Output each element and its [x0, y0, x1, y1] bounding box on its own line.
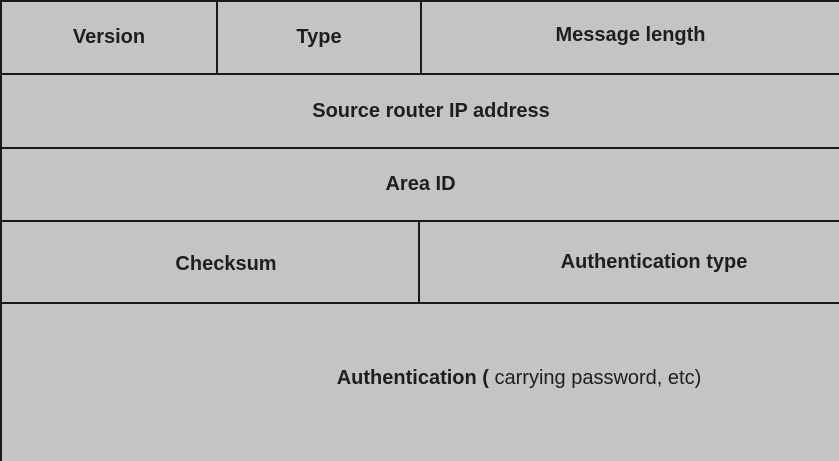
field-version-label: Version	[72, 26, 146, 48]
field-message-length-label: Message length	[555, 24, 706, 46]
field-type: Type	[218, 2, 420, 73]
field-message-length: Message length	[422, 0, 839, 71]
field-authentication-type: Authentication type	[420, 222, 839, 302]
field-area-id-label: Area ID	[385, 173, 456, 195]
border-left	[0, 0, 2, 461]
divider-row2	[0, 147, 839, 149]
divider-checksum-authtype	[418, 221, 420, 304]
border-top	[0, 0, 839, 2]
field-authentication: Authentication ( carrying password, etc)	[2, 304, 839, 452]
divider-type-length	[420, 0, 422, 75]
field-type-label: Type	[296, 26, 342, 48]
field-authentication-type-label: Authentication type	[560, 250, 748, 273]
field-source-router-ip-label: Source router IP address	[312, 99, 550, 122]
field-checksum: Checksum	[2, 224, 450, 304]
field-checksum-label: Checksum	[175, 252, 277, 275]
field-authentication-bold: Authentication (	[336, 366, 489, 389]
field-source-router-ip: Source router IP address	[2, 75, 839, 147]
field-version: Version	[2, 2, 216, 73]
divider-row1	[0, 73, 839, 75]
divider-version-type	[216, 0, 218, 75]
field-authentication-label: Authentication ( carrying password, etc)	[337, 367, 702, 390]
field-authentication-note: carrying password, etc)	[488, 366, 702, 389]
field-area-id: Area ID	[2, 149, 839, 220]
